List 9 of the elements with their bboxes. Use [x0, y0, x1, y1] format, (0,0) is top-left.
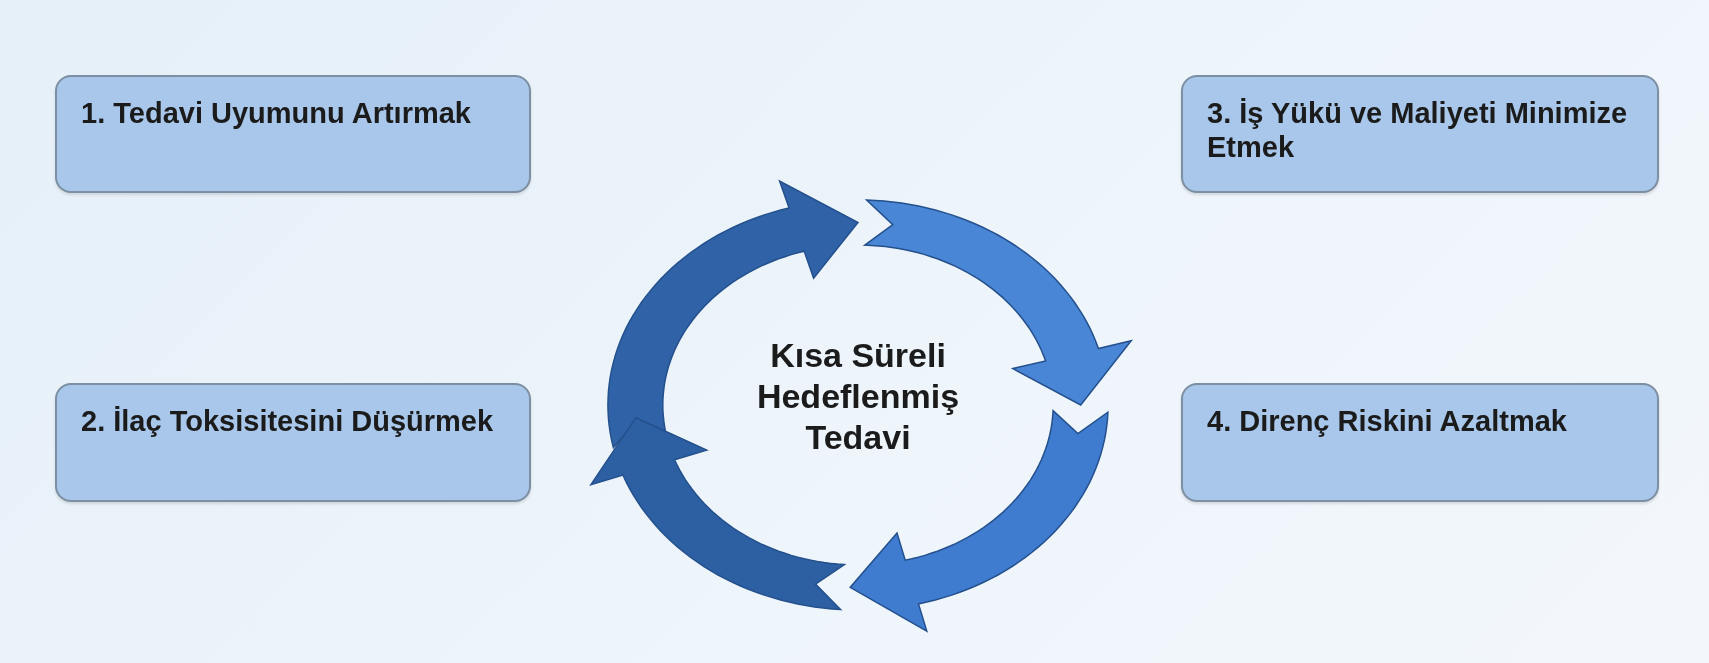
goal-box	[1181, 383, 1659, 502]
goal-label: 4. Direnç Riskini Azaltmak	[1207, 405, 1568, 439]
goal-box	[1181, 75, 1659, 193]
goal-label: 2. İlaç Toksisitesini Düşürmek	[81, 405, 495, 439]
goal-label: 3. İş Yükü ve Maliyeti Minimize Etmek	[1207, 97, 1629, 165]
goal-box	[55, 75, 531, 193]
goal-label: 1. Tedavi Uyumunu Artırmak	[81, 97, 472, 131]
center-label: Kısa Süreli Hedeflenmiş Tedavi	[755, 335, 961, 458]
goal-box	[55, 383, 531, 502]
